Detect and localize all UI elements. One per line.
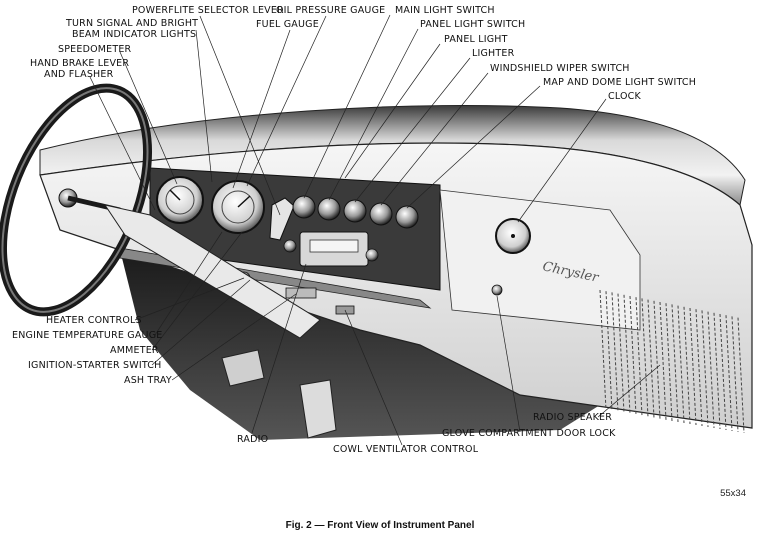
label-turn-signal-line2: BEAM INDICATOR LIGHTS xyxy=(72,29,197,40)
glove-box-door xyxy=(439,189,641,331)
grille-slat xyxy=(677,305,685,424)
leader-hand-brake xyxy=(89,76,156,211)
leader-heater xyxy=(134,277,245,321)
grille-slat xyxy=(701,310,709,428)
leader-lighter xyxy=(354,57,471,203)
gauge-needle xyxy=(237,195,251,208)
leader-main-light xyxy=(303,14,391,199)
leader-ash-tray xyxy=(171,293,297,381)
wiper-switch-knob xyxy=(369,202,393,226)
radio-knob-right xyxy=(365,248,379,262)
grille-slat xyxy=(707,311,715,429)
grille-slat xyxy=(695,309,703,427)
leader-turn-signal xyxy=(195,29,213,183)
label-glove-compartment-door-lock: GLOVE COMPARTMENT DOOR LOCK xyxy=(442,428,616,439)
label-panel-light: PANEL LIGHT xyxy=(444,34,508,45)
glove-lock xyxy=(491,284,503,296)
label-engine-temperature-gauge: ENGINE TEMPERATURE GAUGE xyxy=(12,330,163,341)
leader-engine-temp xyxy=(154,231,223,336)
powerflite-lever xyxy=(269,197,295,241)
grille-slat xyxy=(725,315,733,432)
leader-speedometer xyxy=(119,51,178,185)
label-panel-light-switch: PANEL LIGHT SWITCH xyxy=(420,19,526,30)
leader-ignition xyxy=(151,279,251,366)
steering-column xyxy=(103,204,321,339)
leader-cowl xyxy=(344,309,403,446)
leader-ammeter xyxy=(151,231,243,351)
speedometer-dial-inner xyxy=(165,185,195,215)
leader-wiper xyxy=(380,72,489,206)
figure-caption: Fig. 2 — Front View of Instrument Panel xyxy=(285,520,475,531)
leader-fuel-gauge xyxy=(232,29,291,189)
leader-oil-pressure xyxy=(246,15,327,187)
grille-slat xyxy=(689,307,697,426)
leader-clock xyxy=(517,98,607,223)
label-map-dome-light-switch: MAP AND DOME LIGHT SWITCH xyxy=(543,77,697,88)
label-ignition-starter-switch: IGNITION-STARTER SWITCH xyxy=(28,360,162,371)
label-powerflite-selector-lever: POWERFLITE SELECTOR LEVER xyxy=(132,5,284,16)
grille-slat xyxy=(737,317,745,434)
label-lighter: LIGHTER xyxy=(472,48,515,59)
map-dome-switch-knob xyxy=(395,205,419,229)
lighter-knob xyxy=(343,199,367,223)
label-fuel-gauge: FUEL GAUGE xyxy=(256,19,319,30)
grille-slat xyxy=(683,306,691,425)
grille-slat xyxy=(599,289,607,411)
label-main-light-switch: MAIN LIGHT SWITCH xyxy=(395,5,495,16)
radio-speaker-grille xyxy=(599,289,745,434)
accelerator-pedal xyxy=(299,379,337,439)
label-ammeter: AMMETER xyxy=(110,345,159,356)
grille-slat xyxy=(719,313,727,431)
label-radio: RADIO xyxy=(237,434,269,445)
grille-slat xyxy=(713,312,721,430)
radio-dial-window xyxy=(309,239,359,253)
leader-radio xyxy=(251,263,307,434)
leader-map-dome xyxy=(406,85,541,209)
switch-knobs xyxy=(292,195,419,229)
label-heater-controls: HEATER CONTROLS xyxy=(46,315,142,326)
label-turn-signal-line1: TURN SIGNAL AND BRIGHT xyxy=(66,18,199,29)
leader-panel-light xyxy=(344,43,441,179)
panel-light-switch-knob xyxy=(317,197,341,221)
leader-powerflite xyxy=(199,15,281,216)
figure-reference-number: 55x34 xyxy=(720,488,746,499)
brake-pedal xyxy=(221,349,265,387)
label-hand-brake-line2: AND FLASHER xyxy=(44,69,114,80)
label-speedometer: SPEEDOMETER xyxy=(58,44,132,55)
clock-center xyxy=(511,234,515,238)
label-oil-pressure-gauge: OIL PRESSURE GAUGE xyxy=(276,5,386,16)
speedometer-needle xyxy=(169,189,181,201)
label-windshield-wiper-switch: WINDSHIELD WIPER SWITCH xyxy=(490,63,630,74)
grille-slat xyxy=(731,316,739,433)
label-radio-speaker: RADIO SPEAKER xyxy=(533,412,613,423)
label-clock: CLOCK xyxy=(608,91,641,102)
main-light-switch-knob xyxy=(292,195,316,219)
leader-speaker xyxy=(597,364,661,418)
leader-panel-light-switch xyxy=(328,28,419,201)
radio-knob-left xyxy=(283,239,297,253)
ash-tray xyxy=(285,287,317,299)
label-ash-tray: ASH TRAY xyxy=(124,375,172,386)
label-hand-brake-line1: HAND BRAKE LEVER xyxy=(30,58,130,69)
label-cowl-ventilator-control: COWL VENTILATOR CONTROL xyxy=(333,444,479,455)
leader-glove-lock xyxy=(496,295,521,433)
leader-lines xyxy=(89,14,661,446)
gauge-dial-inner xyxy=(221,190,255,224)
